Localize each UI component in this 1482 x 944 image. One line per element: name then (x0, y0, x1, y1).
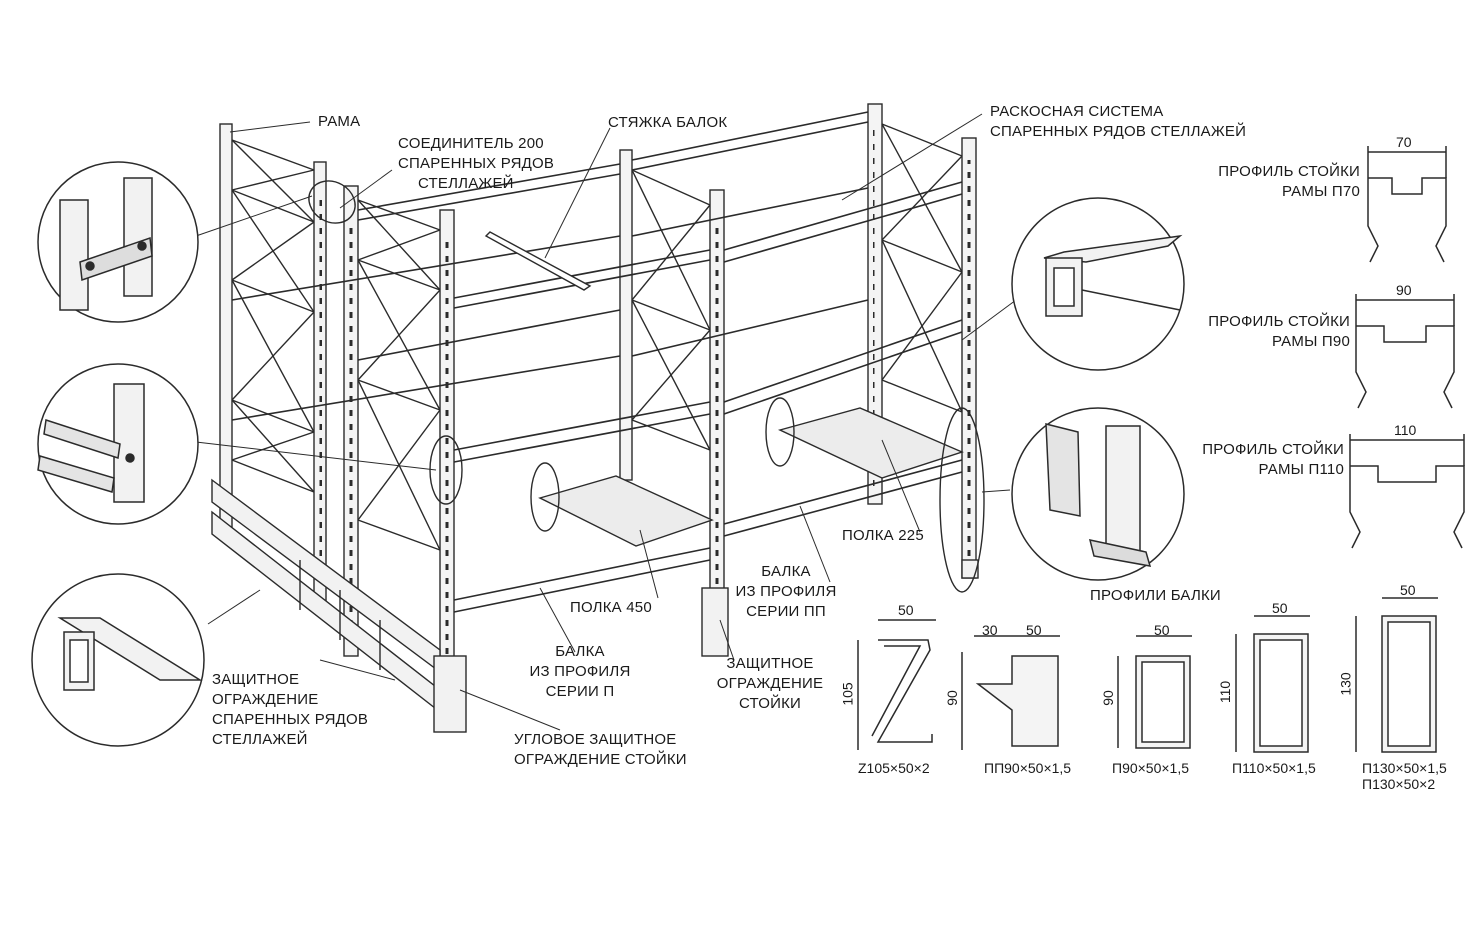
leader-lines (195, 113, 1017, 731)
detail-base-plate (1011, 407, 1185, 581)
label-row-guard: ЗАЩИТНОЕ ОГРАЖДЕНИЕ СПАРЕННЫХ РЯДОВ СТЕЛ… (212, 671, 369, 748)
beam-p90-caption: П90×50×1,5 (1112, 760, 1190, 776)
beams (231, 111, 963, 613)
label-corner-guard: УГЛОВОЕ ЗАЩИТНОЕ ОГРАЖДЕНИЕ СТОЙКИ (514, 731, 687, 768)
label-shelf-450: ПОЛКА 450 (570, 599, 652, 616)
detail-connector (37, 161, 199, 323)
corner-guard-left (433, 655, 467, 733)
beam-p130-top: 50 (1400, 582, 1416, 598)
frame-profile-p110-title: ПРОФИЛЬ СТОЙКИ РАМЫ П110 (1202, 441, 1344, 478)
label-connector: СОЕДИНИТЕЛЬ 200 СПАРЕННЫХ РЯДОВ СТЕЛЛАЖЕ… (398, 135, 555, 192)
beam-p130-height: 130 (1337, 672, 1354, 696)
frame-profile-p70-title: ПРОФИЛЬ СТОЙКИ РАМЫ П70 (1218, 163, 1360, 200)
frame-profile-p70-width: 70 (1396, 134, 1412, 150)
detail-row-guard (31, 573, 205, 747)
beam-p90-top: 50 (1154, 622, 1170, 638)
frame-profile-p110-width: 110 (1394, 422, 1417, 438)
left-frame (219, 123, 359, 657)
beam-z-caption: Z105×50×2 (858, 760, 930, 776)
frame-profile-p90-width: 90 (1396, 282, 1412, 298)
beam-profiles-title: ПРОФИЛИ БАЛКИ (1090, 587, 1221, 604)
beam-z-top: 50 (898, 602, 914, 618)
right-frames (867, 103, 977, 579)
label-beam-pp: БАЛКА ИЗ ПРОФИЛЯ СЕРИИ ПП (735, 563, 837, 620)
beam-pp-top-left: 30 (982, 622, 998, 638)
beam-z-height: 105 (839, 682, 856, 706)
beam-pp-height: 90 (943, 690, 960, 706)
rack-assembly (211, 103, 985, 733)
shelf-450 (538, 475, 714, 547)
label-frame: РАМА (318, 113, 361, 130)
front-left-frame (357, 199, 455, 731)
label-beam-p: БАЛКА ИЗ ПРОФИЛЯ СЕРИИ П (529, 643, 631, 700)
beam-p110-height: 110 (1217, 680, 1234, 704)
beam-pp-top: 50 (1026, 622, 1042, 638)
label-bracing: РАСКОСНАЯ СИСТЕМА СПАРЕННЫХ РЯДОВ СТЕЛЛА… (990, 103, 1247, 140)
beam-p130-caption: П130×50×1,5 П130×50×2 (1362, 760, 1447, 792)
beam-p90-height: 90 (1099, 690, 1116, 706)
beam-profile-drawings (857, 597, 1438, 753)
corner-guard-middle (701, 587, 729, 657)
frame-profile-drawings (1349, 146, 1465, 549)
label-upright-guard: ЗАЩИТНОЕ ОГРАЖДЕНИЕ СТОЙКИ (716, 655, 824, 712)
label-shelf-225: ПОЛКА 225 (842, 527, 924, 544)
beam-p110-top: 50 (1272, 600, 1288, 616)
shelf-225 (777, 407, 964, 479)
connector-callout-ellipse (308, 180, 356, 224)
detail-beam-joint (37, 363, 199, 525)
frame-profile-p90-title: ПРОФИЛЬ СТОЙКИ РАМЫ П90 (1208, 313, 1350, 350)
detail-beam-section (1011, 197, 1185, 371)
beam-pp-caption: ПП90×50×1,5 (984, 760, 1072, 776)
label-beam-tie: СТЯЖКА БАЛОК (608, 114, 728, 131)
beam-p110-caption: П110×50×1,5 (1232, 760, 1316, 776)
